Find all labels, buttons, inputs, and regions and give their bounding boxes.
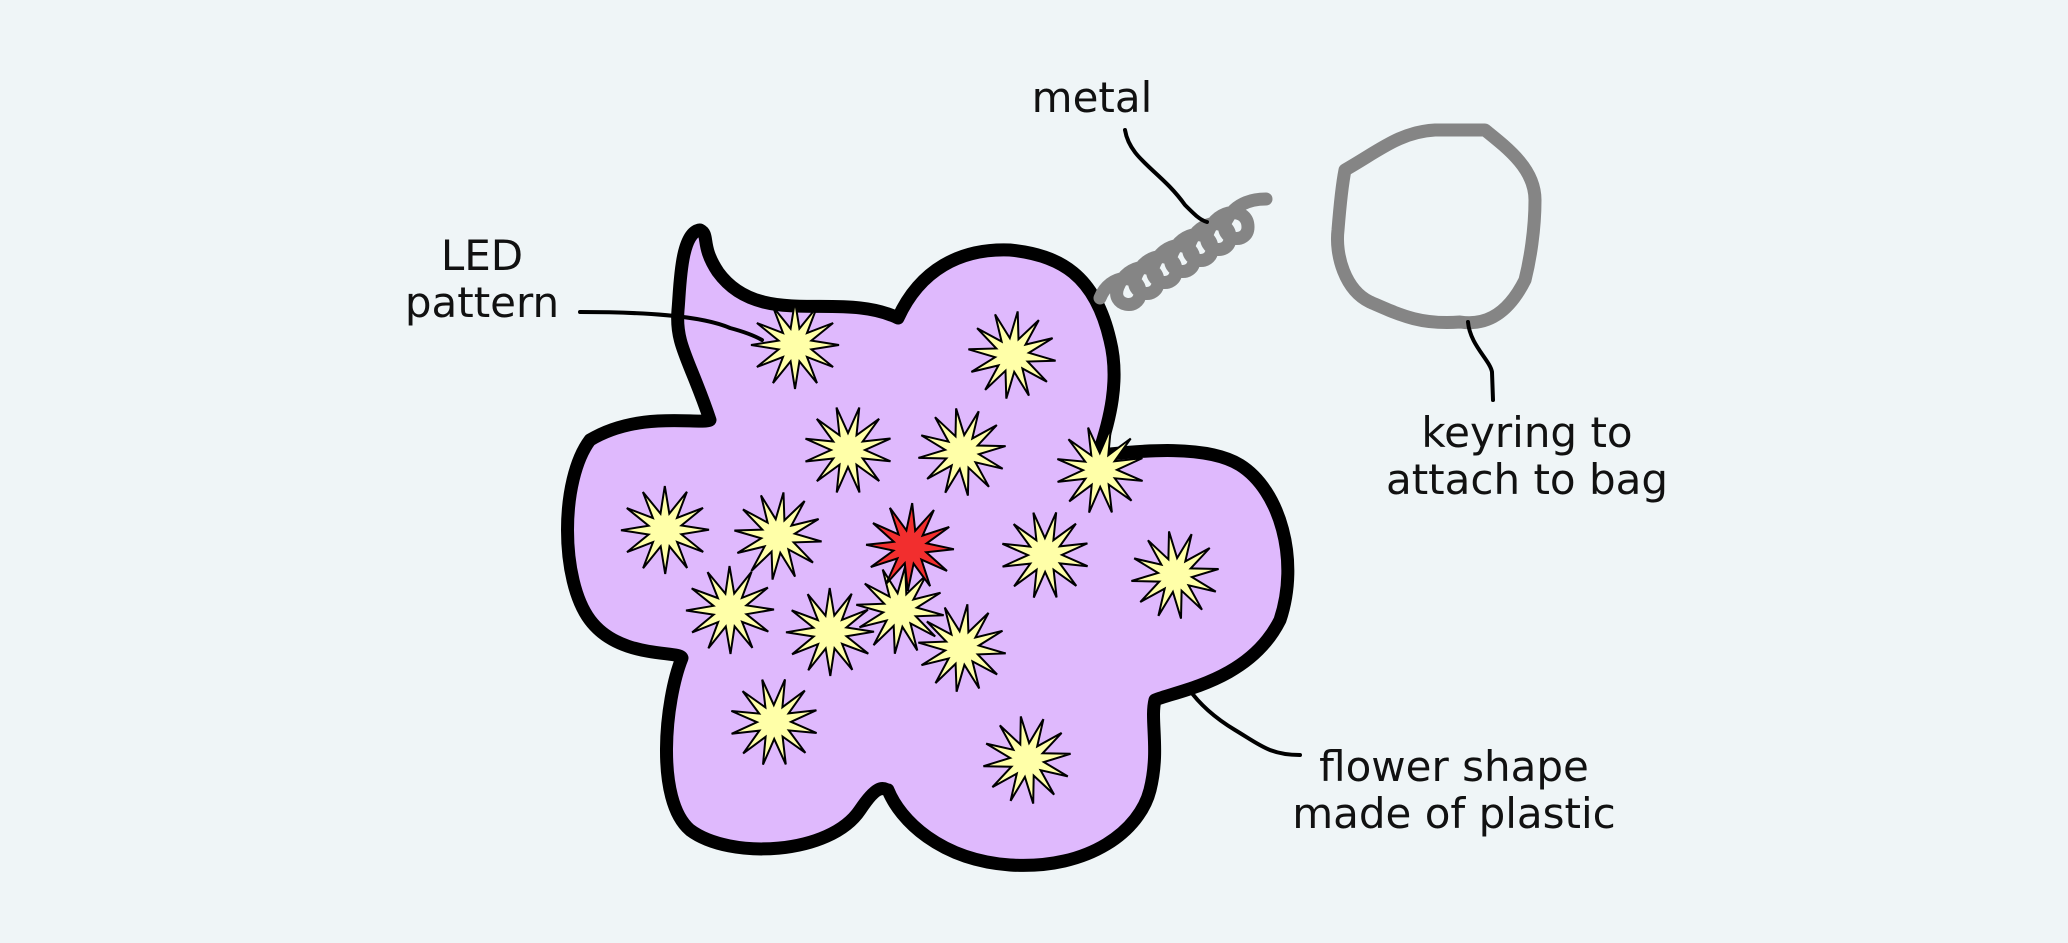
led-star-yellow [620,485,710,575]
metal-leader-line [1123,128,1209,224]
metal-chain [1093,192,1273,311]
led-star-yellow [918,408,1006,496]
led-star-yellow [918,604,1006,692]
led-star-yellow [805,407,891,493]
led-star-yellow [750,300,840,390]
led-star-yellow [734,492,822,580]
led-pattern [620,300,1219,804]
flower-leader-line [1186,686,1302,757]
led-star-yellow [983,716,1071,804]
led-leader-line [578,310,764,342]
led-star-yellow [968,311,1056,399]
keyring-leader-line [1466,320,1495,402]
led-star-yellow [730,678,818,766]
flower-label-line1: flower shape [1319,742,1589,791]
led-label-line2: pattern [405,278,559,327]
led-star-yellow [685,565,775,655]
metal-label: metal [1032,73,1153,122]
keyring-loop [1330,123,1542,330]
keyring-label-line1: keyring to [1421,408,1632,457]
flower-label-line2: made of plastic [1292,789,1616,838]
led-star-yellow [1001,511,1089,599]
led-label-line1: LED [441,231,523,280]
led-star-yellow [1131,531,1219,619]
led-star-red [865,502,955,592]
led-star-yellow [1057,427,1143,513]
keyring-label-line2: attach to bag [1386,455,1668,504]
led-star-yellow [785,587,875,677]
